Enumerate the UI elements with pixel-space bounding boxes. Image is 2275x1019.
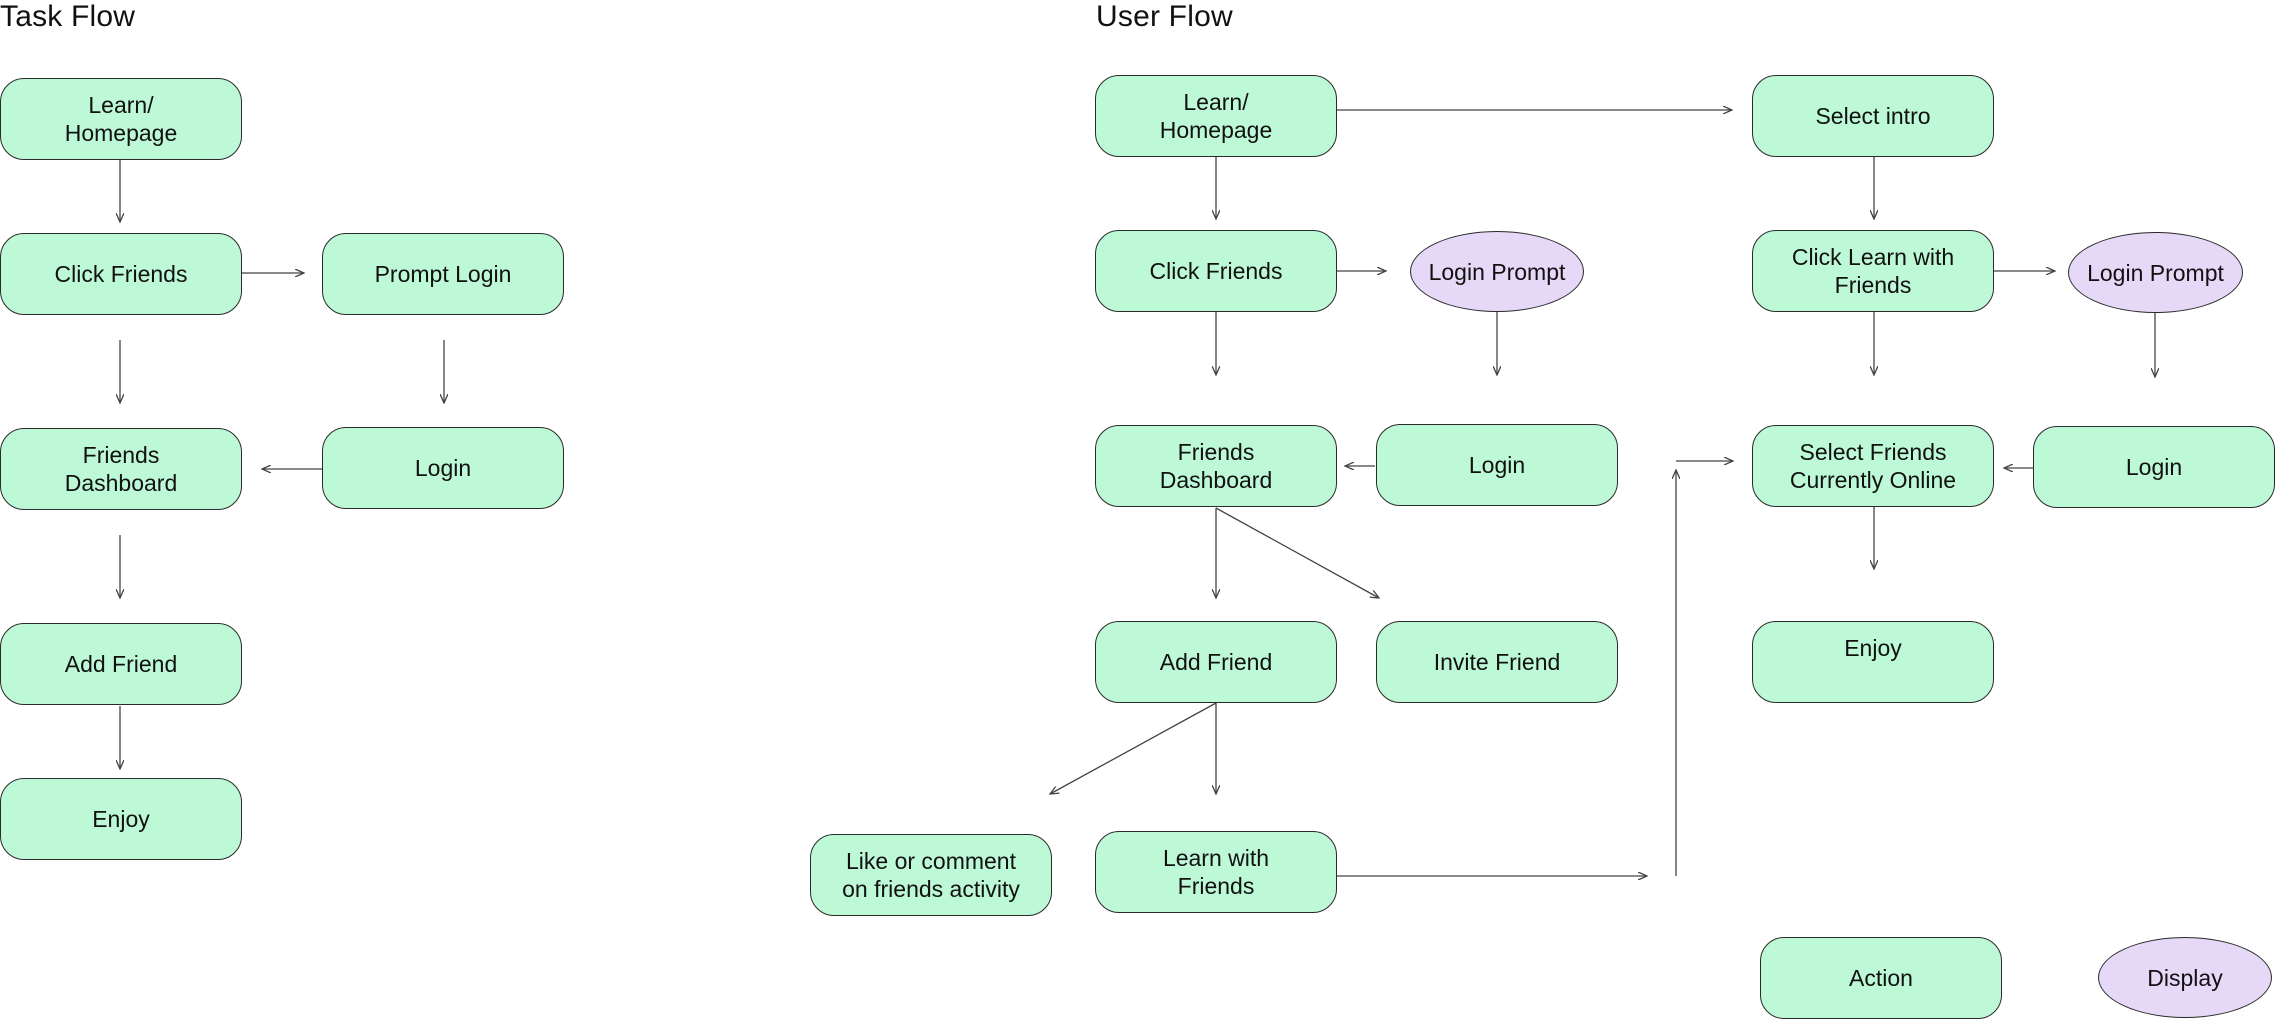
- uf-login-prompt-2-node: Login Prompt: [2068, 232, 2243, 313]
- uf-select-friends-online-node: Select Friends Currently Online: [1752, 425, 1994, 507]
- legend-display-node: Display: [2098, 937, 2272, 1018]
- uf-learn-homepage-node: Learn/ Homepage: [1095, 75, 1337, 157]
- arrow-uf-dashboard-to-invite: [1215, 507, 1379, 598]
- uf-friends-dashboard-node: Friends Dashboard: [1095, 425, 1337, 507]
- tf-enjoy-node: Enjoy: [0, 778, 242, 860]
- uf-click-friends-node: Click Friends: [1095, 230, 1337, 312]
- user-flow-title: User Flow: [1096, 0, 1233, 33]
- tf-prompt-login-node: Prompt Login: [322, 233, 564, 315]
- tf-login-node: Login: [322, 427, 564, 509]
- tf-click-friends-node: Click Friends: [0, 233, 242, 315]
- uf-like-comment-node: Like or comment on friends activity: [810, 834, 1052, 916]
- uf-login-2-node: Login: [2033, 426, 2275, 508]
- uf-add-friend-node: Add Friend: [1095, 621, 1337, 703]
- tf-add-friend-node: Add Friend: [0, 623, 242, 705]
- legend-action-node: Action: [1760, 937, 2002, 1019]
- uf-learn-with-friends-node: Learn with Friends: [1095, 831, 1337, 913]
- uf-login-prompt-node: Login Prompt: [1410, 231, 1584, 312]
- uf-login-node: Login: [1376, 424, 1618, 506]
- tf-friends-dashboard-node: Friends Dashboard: [0, 428, 242, 510]
- uf-select-intro-node: Select intro: [1752, 75, 1994, 157]
- arrow-uf-add-to-like: [1050, 702, 1217, 794]
- uf-invite-friend-node: Invite Friend: [1376, 621, 1618, 703]
- task-flow-title: Task Flow: [0, 0, 136, 33]
- uf-click-learn-with-friends-node: Click Learn with Friends: [1752, 230, 1994, 312]
- tf-learn-homepage-node: Learn/ Homepage: [0, 78, 242, 160]
- uf-enjoy-node: Enjoy: [1752, 621, 1994, 703]
